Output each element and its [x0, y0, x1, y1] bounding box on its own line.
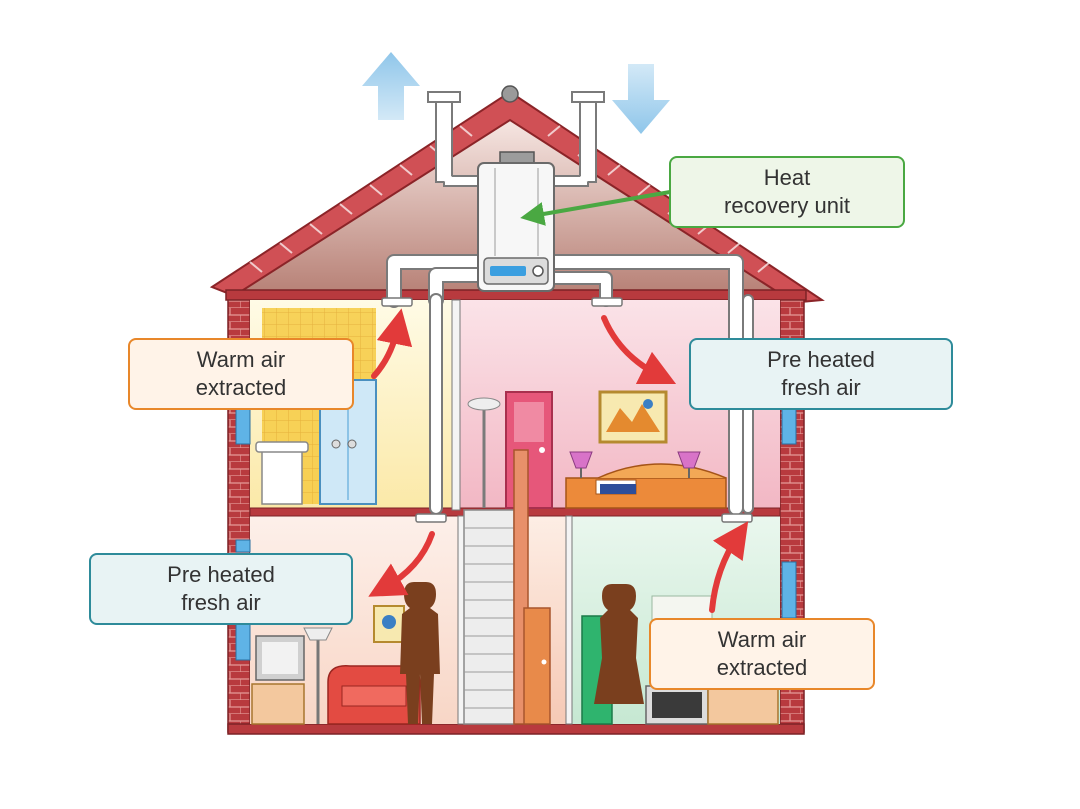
exhaust-air-up-arrow — [362, 52, 420, 120]
fresh-air-down-arrow — [612, 64, 670, 134]
heat-recovery-unit-label: Heat recovery unit — [669, 156, 905, 228]
warm-air-extracted-lower-label: Warm air extracted — [649, 618, 875, 690]
fresh-air-lower-line2: fresh air — [181, 590, 261, 615]
pre-heated-fresh-air-lower-label: Pre heated fresh air — [89, 553, 353, 625]
heat-recovery-pointer-arrow — [520, 190, 672, 226]
living-room — [251, 582, 440, 725]
pre-heated-fresh-air-upper-label: Pre heated fresh air — [689, 338, 953, 410]
ductwork — [386, 254, 754, 516]
airflow-arrows — [368, 308, 749, 613]
heat-recovery-label-line1: Heat — [763, 165, 811, 190]
kitchen — [581, 584, 779, 725]
ceiling-vents — [381, 297, 753, 523]
fresh-air-upper-line2: fresh air — [781, 375, 861, 400]
heat-recovery-label-line2: recovery unit — [724, 193, 850, 218]
staircase — [463, 449, 551, 725]
warm-air-upper-line2: extracted — [195, 375, 287, 400]
warm-air-lower-line2: extracted — [716, 655, 808, 680]
vent-pipes — [427, 91, 605, 187]
warm-air-lower-line1: Warm air — [717, 627, 807, 652]
warm-air-upper-line1: Warm air — [196, 347, 286, 372]
heat-recovery-unit-icon — [477, 151, 555, 292]
fresh-air-lower-line1: Pre heated — [167, 562, 275, 587]
warm-air-extracted-upper-label: Warm air extracted — [128, 338, 354, 410]
windows — [235, 399, 797, 661]
fresh-air-upper-line1: Pre heated — [767, 347, 875, 372]
